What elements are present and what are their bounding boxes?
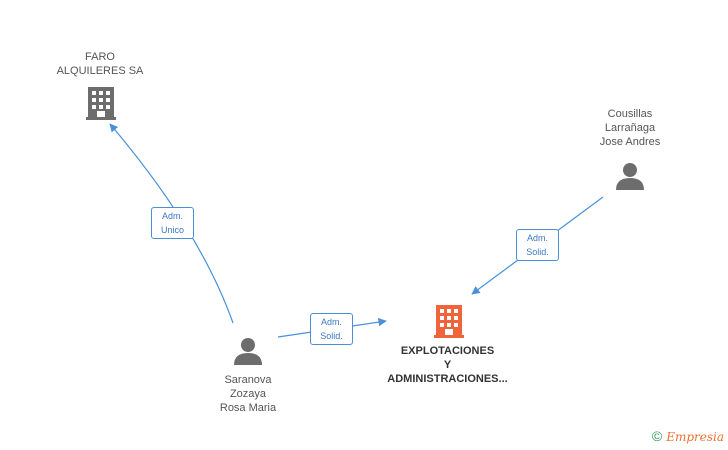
edge-label-adm-solid-cousillas: Adm. Solid.	[516, 229, 559, 261]
building-icon-main[interactable]	[434, 305, 464, 338]
node-label-cousillas[interactable]: Cousillas Larrañaga Jose Andres	[599, 108, 661, 148]
footer-brand: ©Empresia	[652, 428, 724, 444]
node-label-saranova[interactable]: Saranova Zozaya Rosa Maria	[219, 374, 277, 414]
node-label-faro[interactable]: FARO ALQUILERES SA	[56, 51, 144, 77]
node-label-explotaciones[interactable]: EXPLOTACIONES Y ADMINISTRACIONES...	[387, 345, 508, 385]
edge-label-adm-unico: Adm. Unico	[151, 207, 194, 239]
edge-label-adm-solid-saranova: Adm. Solid.	[310, 313, 353, 345]
brand-name: Empresia	[666, 430, 724, 444]
building-icon[interactable]	[86, 87, 116, 120]
person-icon[interactable]	[616, 163, 644, 190]
copyright-icon: ©	[651, 428, 663, 444]
person-icon[interactable]	[234, 338, 262, 365]
